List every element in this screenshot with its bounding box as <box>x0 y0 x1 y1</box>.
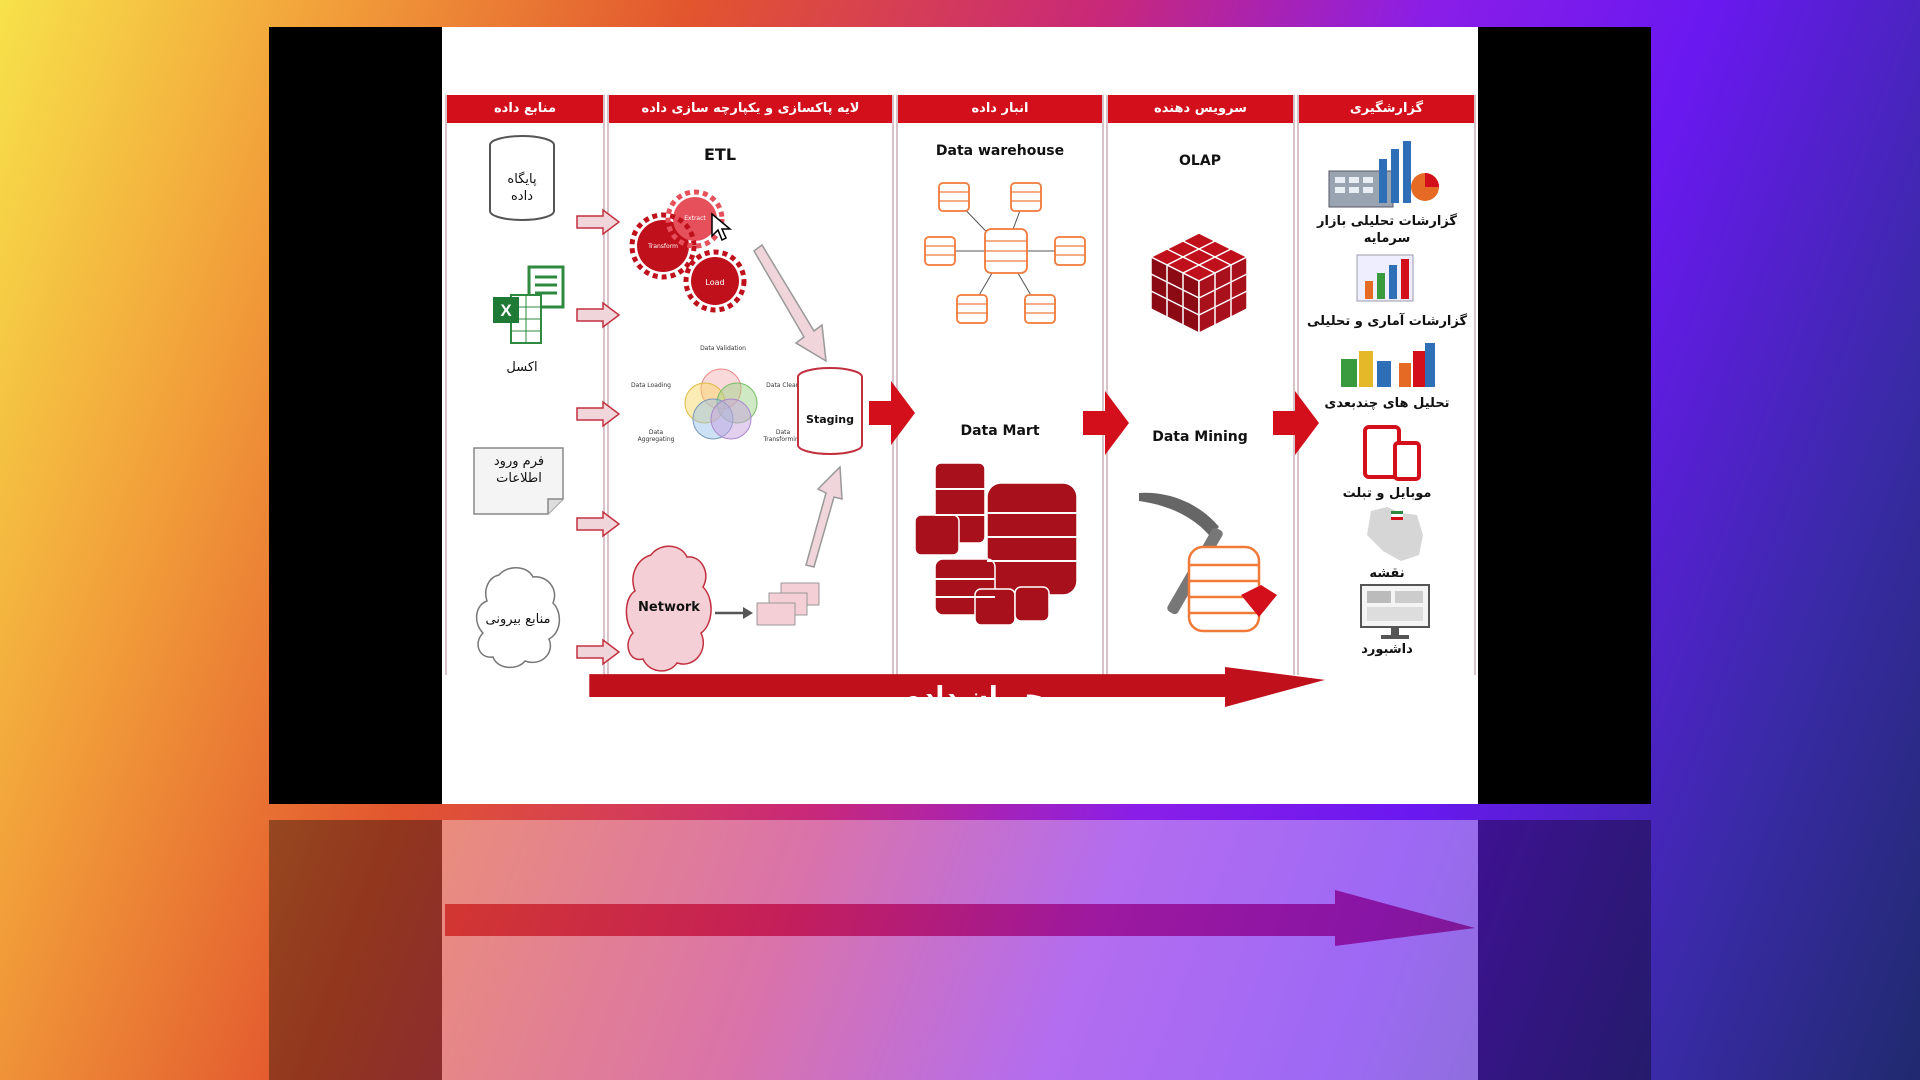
report-stats-label: گزارشات آماری و تحلیلی <box>1306 314 1468 329</box>
column-header-reporting: گزارشگیری <box>1299 95 1474 123</box>
report-map-label: نقشه <box>1369 566 1405 581</box>
venn-validation-label: Data Validation <box>700 345 746 352</box>
gears-icon <box>629 189 747 313</box>
big-arrow-right-icon <box>869 381 915 445</box>
column-header-sources: منابع داده <box>447 95 603 123</box>
iran-map-icon <box>1367 507 1423 561</box>
cloud-icon <box>475 567 561 669</box>
report-multidim-label: تحلیل های چندبعدی <box>1324 396 1450 411</box>
arrow-diagonal-up-icon <box>805 465 843 568</box>
source-excel-label: اکسل <box>506 360 538 375</box>
mobile-tablet-icon <box>1363 425 1421 481</box>
network-cloud-icon <box>625 545 712 672</box>
venn-diagram-icon <box>684 368 758 440</box>
column-header-etl: لایه پاکسازی و یکپارچه سازی داده <box>609 95 892 123</box>
arrow-right-icon <box>576 301 621 329</box>
big-arrow-right-icon <box>1083 391 1129 455</box>
data-flow-label: جریان داده <box>906 682 1044 712</box>
arrow-right-icon <box>576 208 621 236</box>
venn-cleansing-label: Data Cleansing <box>766 382 812 389</box>
etl-title: ETL <box>703 145 737 164</box>
excel-icon: X <box>493 265 565 344</box>
mouse-cursor-icon <box>711 212 733 242</box>
video-frame: منابع داده لایه پاکسازی و یکپارچه سازی د… <box>269 27 1651 804</box>
svg-text:X: X <box>500 301 512 320</box>
data-flow-diagram: منابع داده لایه پاکسازی و یکپارچه سازی د… <box>445 95 1476 712</box>
olap-title: OLAP <box>1179 153 1221 169</box>
data-mining-title: Data Mining <box>1152 429 1248 445</box>
venn-transforming-label: Data Transforming <box>763 429 803 443</box>
3d-chart-icon <box>1341 343 1435 387</box>
data-mart-title: Data Mart <box>960 423 1040 439</box>
column-header-service: سرویس دهنده <box>1108 95 1293 123</box>
arrow-diagonal-icon <box>753 243 827 363</box>
source-database-label: پایگاه داده <box>507 172 537 204</box>
column-header-warehouse: انبار داده <box>898 95 1102 123</box>
data-mining-icon <box>1139 492 1277 633</box>
report-dashboard-label: داشبورد <box>1361 642 1413 657</box>
bar-chart-icon <box>1356 254 1414 302</box>
olap-cube-icon <box>1149 232 1249 335</box>
arrow-right-icon <box>576 510 621 538</box>
column-warehouse: انبار داده <box>896 95 1104 675</box>
arrow-right-icon <box>576 638 621 666</box>
data-warehouse-network-icon <box>924 182 1086 324</box>
staging-database-icon <box>797 367 863 455</box>
venn-aggregating-label: Data Aggregating <box>637 429 675 443</box>
slide: منابع داده لایه پاکسازی و یکپارچه سازی د… <box>442 27 1478 804</box>
source-external-label: منابع بیرونی <box>485 612 551 627</box>
report-market-label: گزارشات تحلیلی بازار سرمایه <box>1317 214 1457 246</box>
stacked-pages-icon <box>756 582 820 626</box>
staging-label: Staging <box>806 413 854 426</box>
reflection-flow-arrow-icon <box>445 890 1475 946</box>
data-flow-arrow-icon <box>589 667 1325 707</box>
arrow-small-right-icon <box>715 607 753 619</box>
video-reflection <box>269 820 1651 1080</box>
report-mobile-label: موبایل و تبلت <box>1342 486 1432 501</box>
venn-loading-label: Data Loading <box>631 382 671 389</box>
data-warehouse-title: Data warehouse <box>935 143 1065 159</box>
column-reporting: گزارشگیری <box>1297 95 1476 675</box>
gear-load-label: Load <box>705 278 725 287</box>
database-icon <box>489 135 555 221</box>
data-mart-databases-icon <box>914 462 1078 626</box>
calculator-chart-icon <box>1328 141 1439 208</box>
column-service: سرویس دهنده <box>1106 95 1295 675</box>
form-icon <box>473 447 564 515</box>
source-form-label: فرم ورود اطلاعات <box>493 454 545 486</box>
gear-transform-label: Transform <box>648 243 678 250</box>
dashboard-monitor-icon <box>1360 584 1430 639</box>
column-sources: منابع داده <box>445 95 605 675</box>
gear-extract-label: Extract <box>684 215 706 222</box>
big-arrow-right-icon <box>1273 391 1319 455</box>
arrow-right-icon <box>576 400 621 428</box>
network-label: Network <box>638 600 700 615</box>
